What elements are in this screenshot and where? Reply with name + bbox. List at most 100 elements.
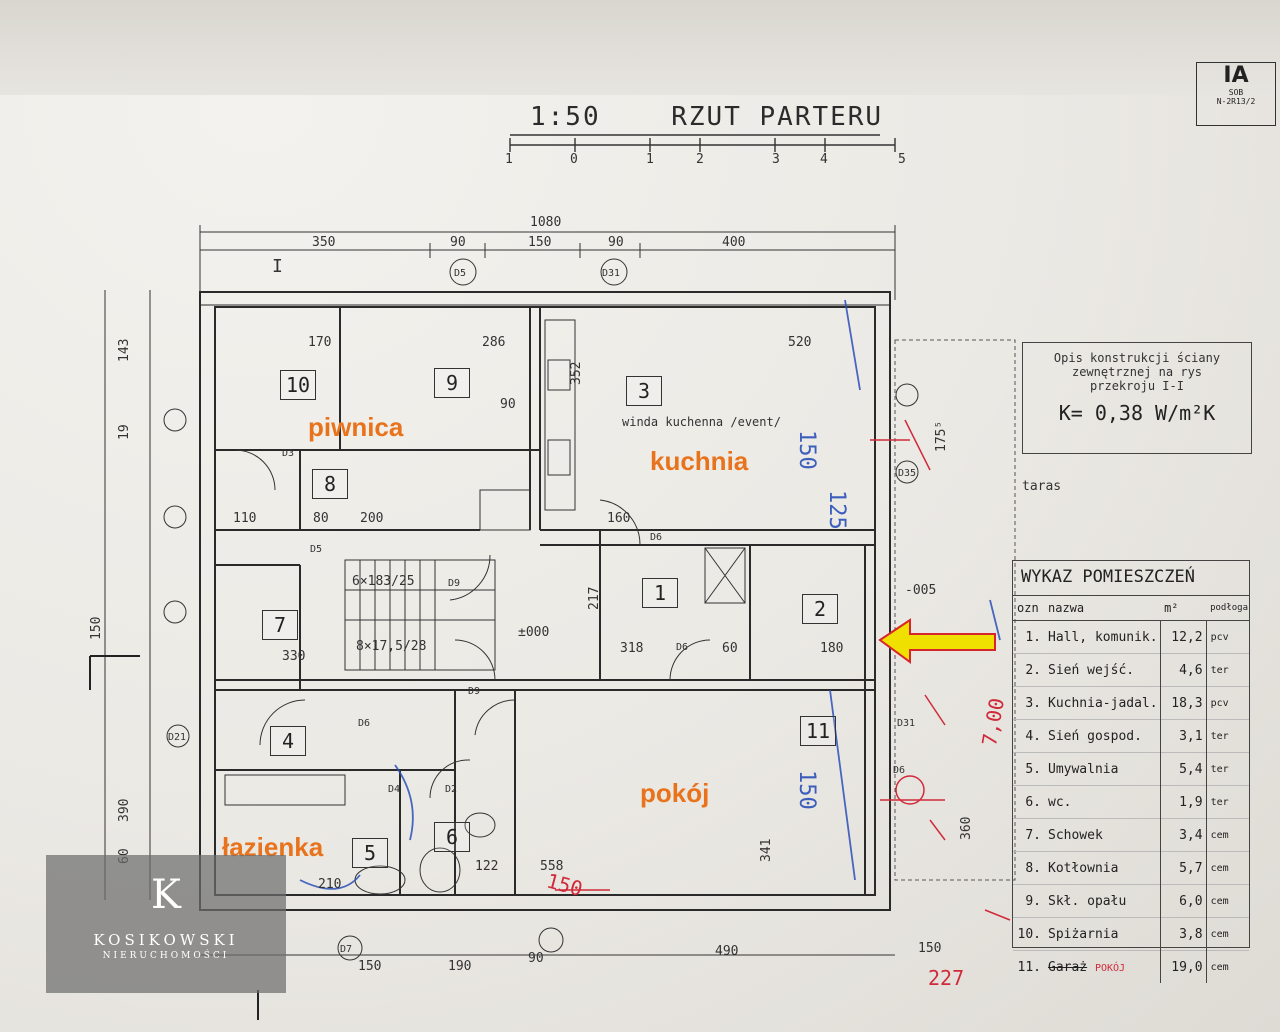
legend-table: ozn nazwa m² podłoga 1.Hall, komunik.12,…: [1013, 596, 1249, 983]
dim-top: 350: [312, 235, 335, 250]
dim-inner: 80: [313, 511, 329, 526]
opis-line: zewnętrznej na rys: [1071, 365, 1203, 379]
scale-bar: [509, 134, 896, 152]
legend-area: 5,7: [1159, 851, 1207, 885]
scale-tick: 0: [570, 152, 578, 167]
legend-name: Spiżarnia: [1044, 917, 1161, 951]
room-number-box: 3: [626, 376, 662, 406]
red-dim: 7,00: [977, 696, 1009, 748]
dim-bottom: 190: [448, 959, 471, 974]
legend-no: 8.: [1013, 851, 1044, 885]
dim-inner: 160: [607, 511, 630, 526]
door-label: D9: [448, 578, 460, 589]
legend-no: 3.: [1013, 686, 1044, 720]
entrance-arrow: [878, 618, 996, 664]
legend-no: 9.: [1013, 884, 1044, 918]
dim-top: 90: [608, 235, 624, 250]
blue-pen-marks: [299, 299, 1001, 890]
room-number-box: 5: [352, 838, 388, 868]
section-mark-label: I: [272, 256, 283, 277]
room-label-pokoj: pokój: [640, 778, 710, 808]
winda-note: winda kuchenna /event/: [622, 415, 781, 429]
door-label: D3: [282, 448, 294, 459]
stairs: [344, 559, 496, 671]
legend-no: 6.: [1013, 785, 1044, 819]
opis-line: przekroju I-I: [1090, 379, 1184, 393]
legend-name: Sień wejść.: [1044, 653, 1161, 687]
legend-area: 3,4: [1159, 818, 1207, 852]
room-legend: WYKAZ POMIESZCZEŃ ozn nazwa m² podłoga 1…: [1012, 560, 1250, 983]
legend-no: 1.: [1013, 620, 1044, 654]
blue-dim: 150: [794, 430, 819, 470]
legend-name: wc.: [1044, 785, 1161, 819]
door-label: D7: [340, 944, 352, 955]
legend-title: WYKAZ POMIESZCZEŃ: [1013, 561, 1249, 596]
legend-floor: pcv: [1205, 620, 1249, 654]
dim-inner: 122: [475, 859, 498, 874]
scale-tick: 3: [772, 152, 780, 167]
designer-stamp: IA SOB N-2R13/2: [1196, 62, 1276, 126]
kosikowski-logo: K KOSIKOWSKI NIERUCHOMOŚCI: [46, 855, 286, 993]
section-mark: [89, 655, 259, 1020]
legend-floor: ter: [1205, 719, 1249, 753]
legend-floor: cem: [1205, 851, 1249, 885]
legend-name: Garaż POKÓJ: [1044, 950, 1161, 983]
door-label: D31: [897, 718, 915, 729]
blue-dim: 150: [794, 770, 819, 810]
dim-bottom: 490: [715, 944, 738, 959]
legend-name-annotation: POKÓJ: [1094, 962, 1126, 974]
legend-area: 3,1: [1159, 719, 1207, 753]
drawing-title: 1:50 RZUT PARTERU: [530, 102, 883, 132]
door-swings: [234, 449, 711, 799]
door-label: D6: [893, 765, 905, 776]
legend-no: 4.: [1013, 719, 1044, 753]
legend-name: Kuchnia-jadal.: [1044, 686, 1161, 720]
dim-vertical: 390: [117, 799, 132, 822]
dim-overall: 1080: [530, 215, 561, 230]
stamp-number: N-2R13/2: [1216, 97, 1256, 106]
logo-sub: NIERUCHOMOŚCI: [102, 951, 230, 961]
legend-floor: pcv: [1205, 686, 1249, 720]
blue-dim: 125: [824, 490, 849, 530]
room-number-box: 7: [262, 610, 298, 640]
scale-tick: 5: [898, 152, 906, 167]
legend-floor: cem: [1205, 950, 1249, 983]
room-number-box: 6: [434, 822, 470, 852]
legend-floor: ter: [1205, 785, 1249, 819]
red-dim: 227: [928, 966, 964, 990]
legend-floor: ter: [1205, 752, 1249, 786]
dim-inner: 210: [318, 877, 341, 892]
dim-vertical: 360: [959, 817, 974, 840]
legend-area: 5,4: [1159, 752, 1207, 786]
legend-floor: cem: [1205, 884, 1249, 918]
dim-vertical: 217: [587, 587, 602, 610]
scale-tick: 1: [646, 152, 654, 167]
legend-floor: ter: [1205, 653, 1249, 687]
legend-area: 19,0: [1159, 950, 1207, 983]
dim-inner: 286: [482, 335, 505, 350]
dim-inner: 6×183/25: [352, 574, 415, 589]
scale-label: 1:50: [530, 102, 601, 132]
wall-construction-note: Opis konstrukcji ściany zewnętrznej na r…: [1022, 342, 1252, 454]
dim-vertical: 19: [117, 424, 132, 440]
legend-name: Hall, komunik.: [1044, 620, 1161, 654]
dim-top: 90: [450, 235, 466, 250]
dim-vertical: 175⁵: [934, 421, 949, 452]
outer-walls: [199, 291, 891, 911]
door-markers: [163, 258, 919, 961]
room-label-piwnica: piwnica: [308, 412, 404, 442]
dim-inner: 318: [620, 641, 643, 656]
terrace-outline: [894, 339, 1016, 881]
dim-vertical: 352: [569, 362, 584, 385]
legend-header: ozn nazwa m² podłoga: [1013, 596, 1249, 621]
room-label-kuchnia: kuchnia: [650, 446, 749, 476]
legend-name: Skł. opału: [1044, 884, 1161, 918]
door-label: D4: [388, 784, 400, 795]
legend-floor: cem: [1205, 917, 1249, 951]
